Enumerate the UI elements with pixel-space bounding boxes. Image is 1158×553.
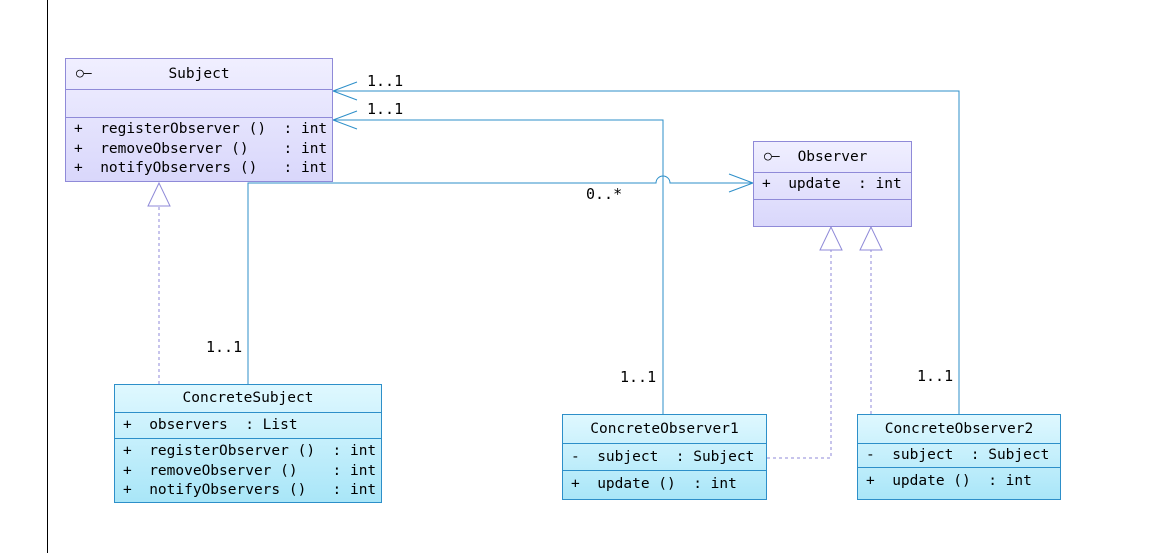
- concretesubject-class-box[interactable]: ConcreteSubject + observers : List + reg…: [114, 384, 382, 503]
- concreteobserver2-operations-section: + update () : int: [858, 467, 1060, 499]
- observer-operations-section: + update : int: [754, 172, 911, 199]
- subject-name-section: ○— Subject: [66, 59, 332, 89]
- realization-line-concreteobserver1: [767, 250, 832, 459]
- observer-operation: + update : int: [762, 176, 902, 192]
- multiplicity-label-subject-top: 1..1: [367, 72, 404, 90]
- multiplicity-label-concreteobserver1: 1..1: [620, 368, 657, 386]
- concreteobserver2-attributes-section: - subject : Subject: [858, 443, 1060, 467]
- realization-arrowhead-observer-1: [819, 225, 843, 251]
- subject-operation: + registerObserver () : int: [74, 121, 328, 137]
- concreteobserver1-attribute: - subject : Subject: [571, 449, 755, 465]
- subject-operation: + notifyObservers () : int: [74, 160, 328, 176]
- concretesubject-attributes-section: + observers : List: [115, 412, 381, 438]
- concretesubject-attribute: + observers : List: [123, 417, 298, 433]
- observer-name: Observer: [797, 149, 868, 165]
- concreteobserver1-operation: + update () : int: [571, 476, 737, 492]
- association-line-concreteobserver2-subject: [333, 90, 960, 414]
- concretesubject-name-section: ConcreteSubject: [115, 385, 381, 412]
- concretesubject-name: ConcreteSubject: [182, 390, 314, 406]
- concreteobserver2-name-section: ConcreteObserver2: [858, 415, 1060, 443]
- observer-class-box[interactable]: ○— Observer + update : int: [753, 141, 912, 227]
- concretesubject-operations-section: + registerObserver () : int + removeObse…: [115, 438, 381, 502]
- observer-name-section: ○— Observer: [754, 142, 911, 172]
- association-arrowhead-subject-top: [331, 81, 358, 101]
- subject-attributes-section: [66, 89, 332, 117]
- concretesubject-operation: + removeObserver () : int: [123, 462, 377, 479]
- concreteobserver1-attributes-section: - subject : Subject: [563, 443, 766, 470]
- subject-class-box[interactable]: ○— Subject + registerObserver () : int +…: [65, 58, 333, 182]
- interface-icon: ○—: [764, 149, 780, 164]
- concretesubject-operation: + registerObserver () : int: [123, 443, 377, 459]
- concreteobserver2-operation: + update () : int: [866, 473, 1032, 489]
- concreteobserver1-class-box[interactable]: ConcreteObserver1 - subject : Subject + …: [562, 414, 767, 500]
- concreteobserver1-name: ConcreteObserver1: [590, 421, 739, 437]
- realization-arrowhead-subject: [147, 181, 171, 207]
- subject-name: Subject: [168, 66, 230, 82]
- multiplicity-label-observer-many: 0..*: [586, 185, 623, 203]
- multiplicity-label-subject-mid: 1..1: [367, 100, 404, 118]
- left-border-line: [47, 0, 48, 553]
- concreteobserver2-name: ConcreteObserver2: [884, 421, 1034, 437]
- subject-operation: + removeObserver () : int: [74, 140, 328, 157]
- interface-icon: ○—: [76, 66, 92, 81]
- concreteobserver2-class-box[interactable]: ConcreteObserver2 - subject : Subject + …: [857, 414, 1061, 500]
- multiplicity-label-concreteobserver2: 1..1: [917, 367, 954, 385]
- concreteobserver1-name-section: ConcreteObserver1: [563, 415, 766, 443]
- association-line-concretesubject-observer: [247, 175, 752, 384]
- realization-arrowhead-observer-2: [859, 225, 883, 251]
- observer-extra-section: [754, 199, 911, 226]
- association-line-concreteobserver1-subject: [333, 119, 664, 414]
- subject-operations-section: + registerObserver () : int + removeObse…: [66, 117, 332, 181]
- association-arrowhead-subject-mid: [331, 110, 358, 130]
- concreteobserver1-operations-section: + update () : int: [563, 470, 766, 499]
- concretesubject-operation: + notifyObservers () : int: [123, 482, 377, 498]
- concreteobserver2-attribute: - subject : Subject: [866, 447, 1050, 463]
- multiplicity-label-concretesubject: 1..1: [206, 338, 243, 356]
